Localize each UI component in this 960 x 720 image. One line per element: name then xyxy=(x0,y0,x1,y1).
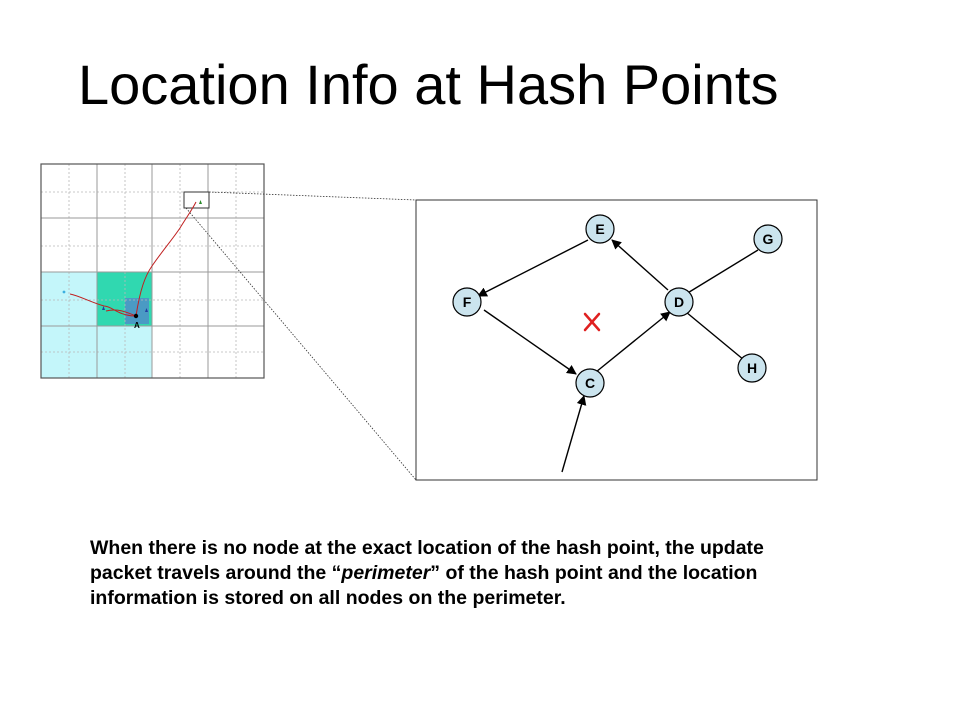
grid-border xyxy=(40,163,265,379)
node-label-d: D xyxy=(674,294,684,310)
caption-part-2: ” of the hash point and the location inf… xyxy=(90,562,758,609)
node-g: G xyxy=(753,224,783,254)
source-dot xyxy=(133,313,139,319)
zoom-view: E G F D H C xyxy=(415,199,818,481)
hash-zoom-box xyxy=(183,191,210,209)
node-h: H xyxy=(737,353,767,383)
far-dot xyxy=(62,290,66,294)
caption-part-1: When there is no node at the exact locat… xyxy=(90,537,764,584)
node-label-e: E xyxy=(595,221,604,237)
hash-marker-icon xyxy=(199,200,202,204)
edge-d-e xyxy=(611,239,669,291)
node-label-a: A xyxy=(134,321,140,330)
hash-point-cross xyxy=(583,312,601,332)
small-marker-icon xyxy=(102,306,105,310)
node-label-c: C xyxy=(585,375,595,391)
update-path-to-hash xyxy=(135,201,197,317)
edge-d-h xyxy=(685,311,745,361)
edge-f-c xyxy=(483,309,577,375)
update-path-left xyxy=(69,293,137,317)
minor-grid xyxy=(41,164,264,378)
node-label-f: F xyxy=(463,294,472,310)
zoom-projection-lines xyxy=(185,191,417,481)
caption-emphasis: perimeter xyxy=(341,562,431,584)
node-d: D xyxy=(664,287,694,317)
edge-incoming-c xyxy=(561,395,587,473)
caption-text: When there is no node at the exact locat… xyxy=(90,536,830,611)
node-e: E xyxy=(585,214,615,244)
edge-d-g xyxy=(685,249,759,295)
node-label-g: G xyxy=(763,231,774,247)
major-grid xyxy=(41,164,264,378)
node-c: C xyxy=(575,368,605,398)
node-f: F xyxy=(452,287,482,317)
node-label-h: H xyxy=(747,360,757,376)
small-marker-icon xyxy=(145,308,148,312)
update-path-local xyxy=(105,309,137,317)
edge-c-d xyxy=(595,311,671,373)
slide-title: Location Info at Hash Points xyxy=(78,53,779,116)
grid-map: A xyxy=(40,163,265,379)
edge-e-f xyxy=(477,239,589,297)
